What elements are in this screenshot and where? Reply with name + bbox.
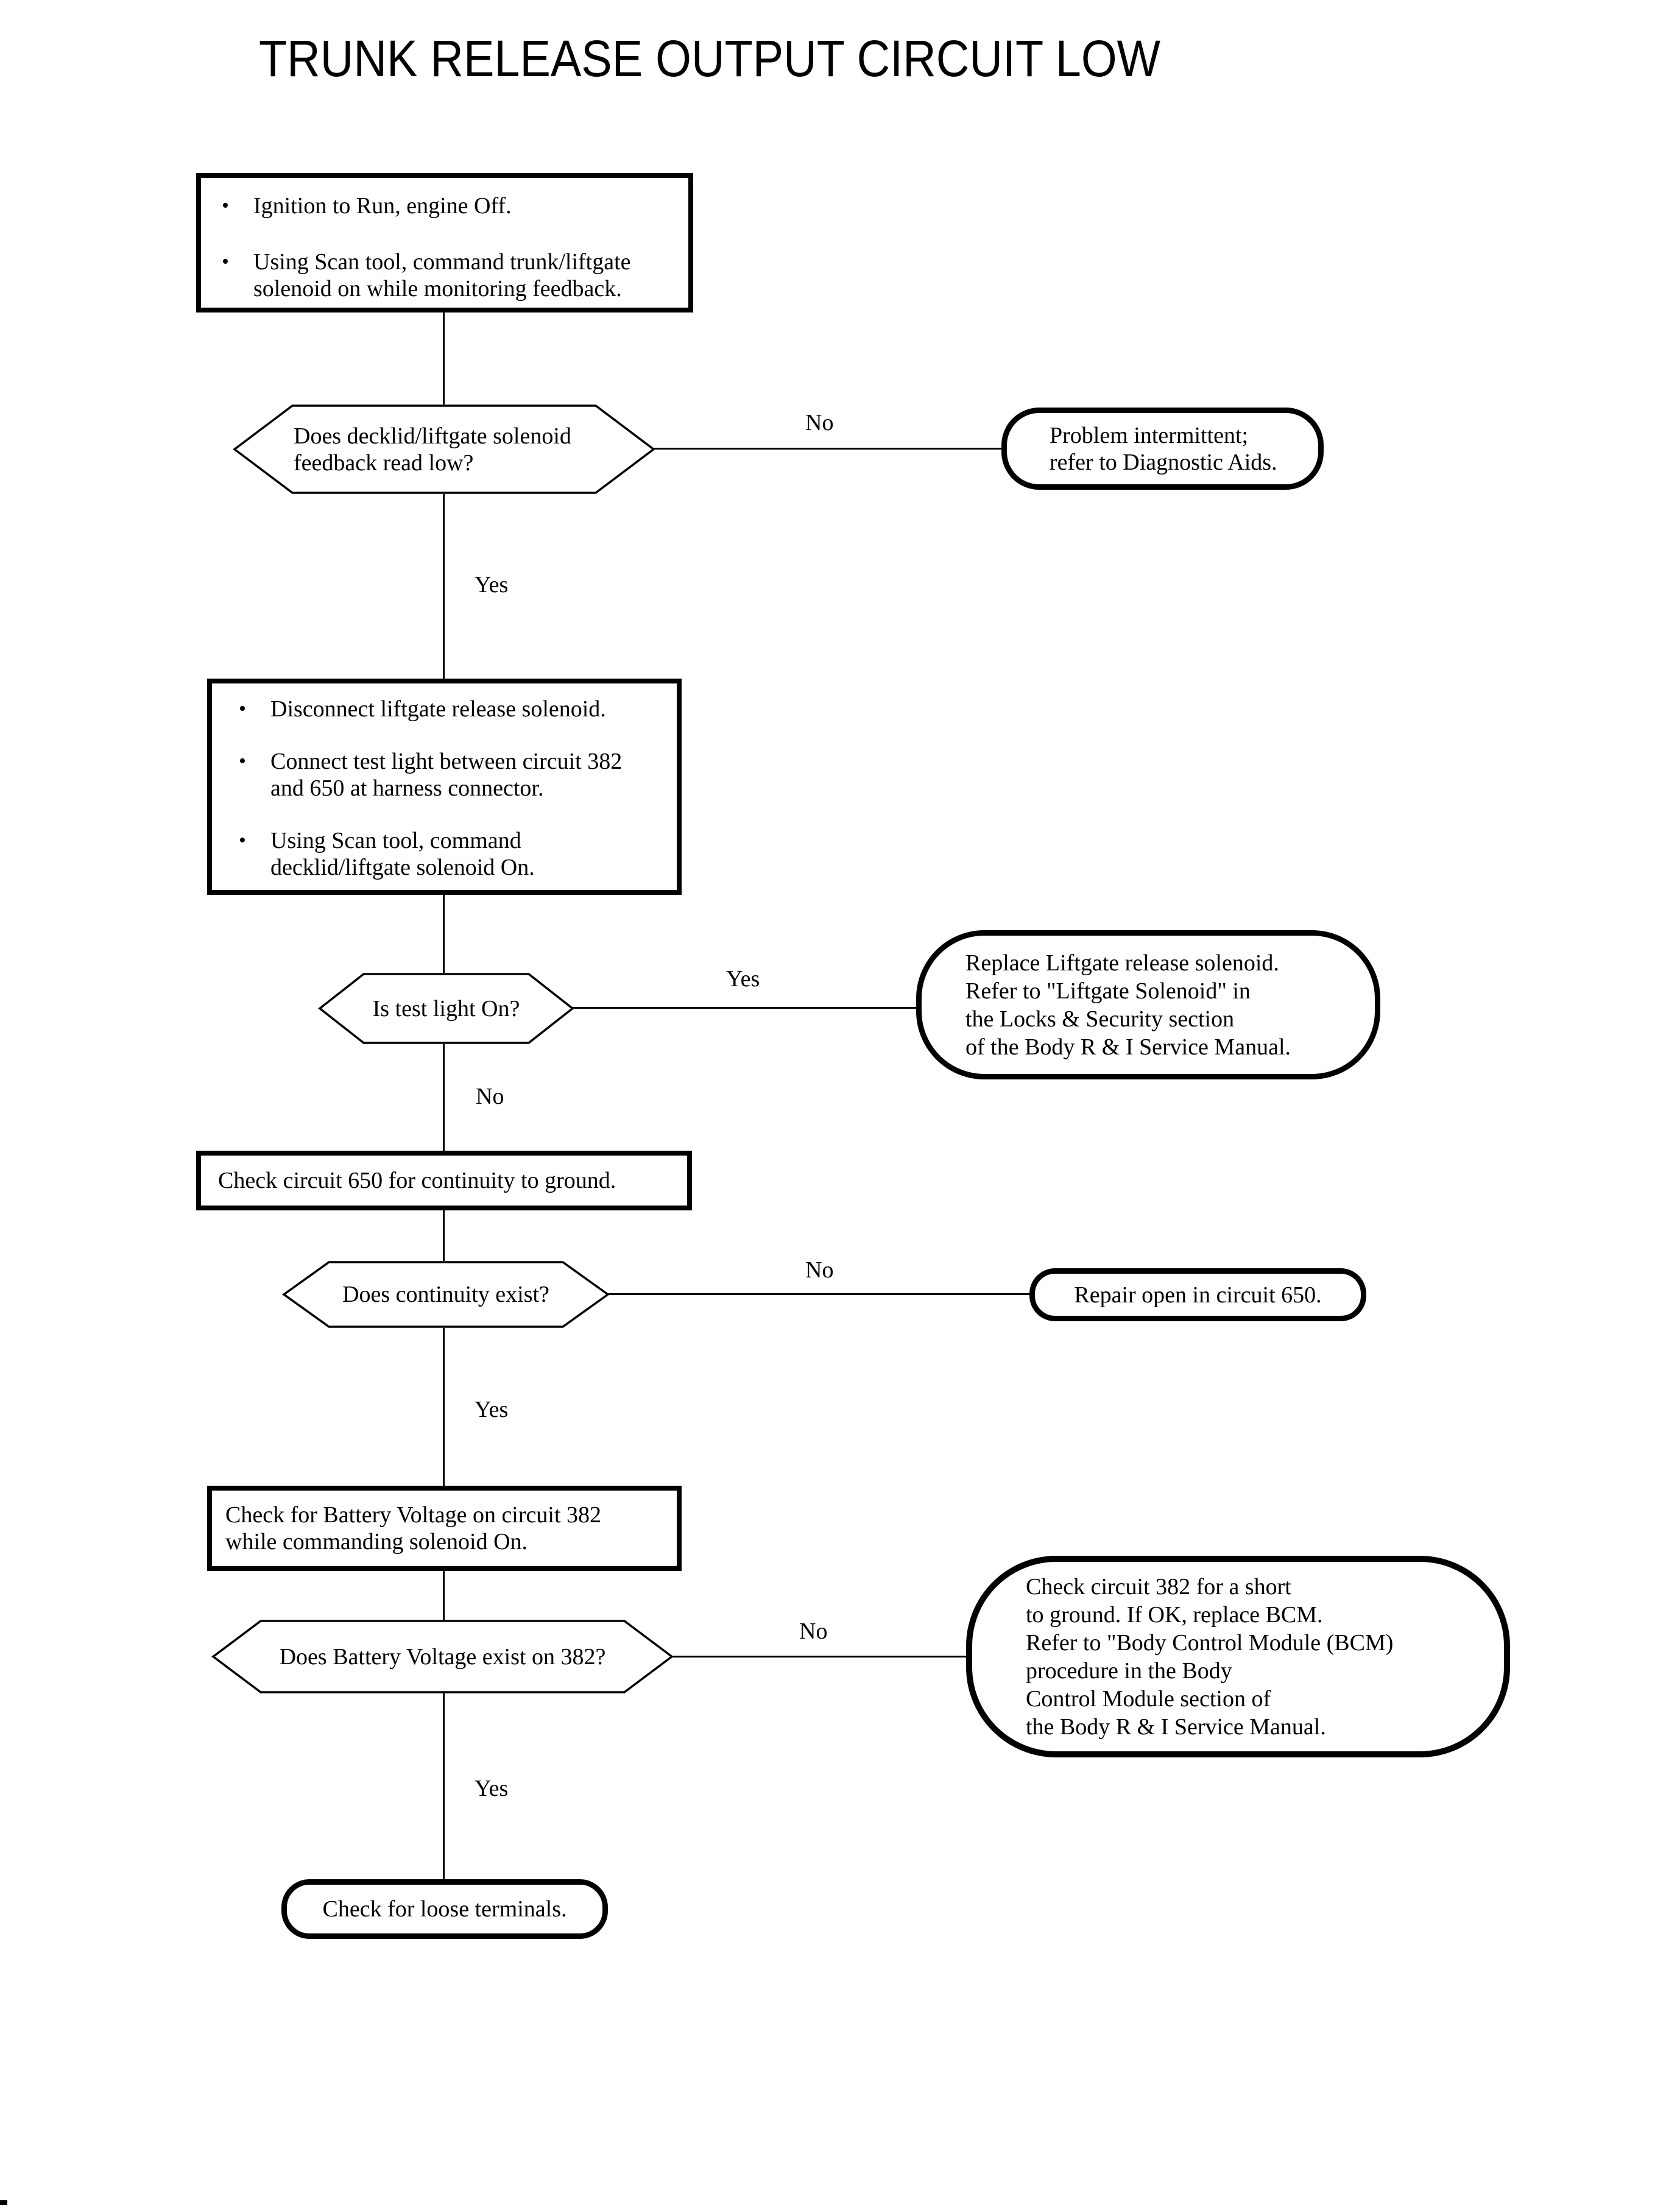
decision-hexagon-shape [211,1620,674,1693]
label-decision4-yes: Yes [475,1776,509,1801]
bullet-icon: • [239,750,246,772]
terminal-check-382-bcm: Check circuit 382 for a short to ground.… [966,1556,1510,1757]
terminal-replace-solenoid: Replace Liftgate release solenoid. Refer… [916,930,1380,1079]
branch-line-decision2-yes [573,1007,916,1009]
process-step1: • Ignition to Run, engine Off. • Using S… [196,173,693,312]
connector-step4-to-decision4 [443,1571,445,1620]
decision-feedback-read-low: Does decklid/liftgate solenoid feedback … [233,404,655,494]
decision-continuity-exists: Does continuity exist? [281,1261,610,1328]
scan-artifact-dot [0,2200,7,2205]
terminal-repair-650-text: Repair open in circuit 650. [1074,1282,1322,1308]
process-step3: Check circuit 650 for continuity to grou… [196,1151,692,1210]
connector-step3-to-decision3 [443,1210,445,1261]
process-step4: Check for Battery Voltage on circuit 382… [207,1486,682,1571]
label-decision4-no: No [799,1619,828,1644]
decision4-text: Does Battery Voltage exist on 382? [279,1643,606,1670]
terminal-replace-solenoid-text: Replace Liftgate release solenoid. Refer… [965,950,1291,1060]
decision-hexagon-shape [281,1261,610,1328]
branch-line-decision3-no [608,1293,1029,1295]
bullet-icon: • [222,250,229,273]
terminal-bcm-text: Check circuit 382 for a short to ground.… [1026,1573,1394,1740]
connector-decision1-to-step2 [443,494,445,679]
decision-test-light-on: Is test light On? [318,973,574,1044]
step3-text: Check circuit 650 for continuity to grou… [218,1168,616,1193]
label-decision1-no: No [805,410,834,436]
terminal-problem-intermittent: Problem intermittent; refer to Diagnosti… [1001,408,1324,490]
process-step2: • Disconnect liftgate release solenoid. … [207,679,682,895]
label-decision3-no: No [805,1257,834,1283]
step2-bullet-1: Disconnect liftgate release solenoid. [270,696,606,722]
page-title: TRUNK RELEASE OUTPUT CIRCUIT LOW [259,30,1161,87]
terminal-loose-terminals: Check for loose terminals. [281,1879,608,1939]
decision-hexagon-shape [233,404,655,494]
step1-bullet-2: Using Scan tool, command trunk/liftgate … [253,249,631,302]
label-decision2-no: No [476,1084,504,1109]
bullet-item: • Ignition to Run, engine Off. [219,192,680,219]
bullet-item: • Disconnect liftgate release solenoid. [236,696,671,722]
connector-step1-to-decision1 [443,312,445,404]
decision1-text: Does decklid/liftgate solenoid feedback … [294,423,571,476]
step2-bullet-3: Using Scan tool, command decklid/liftgat… [270,828,535,880]
branch-line-decision1-no [654,448,1001,450]
branch-line-decision4-no [672,1656,966,1658]
terminal-loose-terminals-text: Check for loose terminals. [322,1896,567,1922]
connector-decision4-to-terminal [443,1693,445,1879]
decision3-text: Does continuity exist? [342,1282,549,1307]
terminal-intermittent-text: Problem intermittent; refer to Diagnosti… [1050,422,1277,475]
step2-bullet-2: Connect test light between circuit 382 a… [270,749,623,801]
bullet-icon: • [239,697,246,720]
bullet-item: • Using Scan tool, command decklid/liftg… [236,827,671,881]
bullet-icon: • [222,194,229,217]
label-decision1-yes: Yes [475,572,509,598]
label-decision2-yes: Yes [726,966,760,992]
connector-decision3-to-step4 [443,1328,445,1486]
step1-bullet-1: Ignition to Run, engine Off. [253,193,512,219]
decision-hexagon-shape [318,973,574,1044]
connector-decision2-to-step3 [443,1044,445,1151]
bullet-item: • Connect test light between circuit 382… [236,748,671,802]
terminal-repair-650: Repair open in circuit 650. [1029,1268,1366,1321]
label-decision3-yes: Yes [475,1397,509,1422]
decision2-text: Is test light On? [372,995,520,1022]
decision-battery-voltage-382: Does Battery Voltage exist on 382? [211,1620,674,1693]
connector-step2-to-decision2 [443,895,445,973]
bullet-icon: • [239,829,246,852]
step4-text: Check for Battery Voltage on circuit 382… [225,1502,601,1555]
bullet-item: • Using Scan tool, command trunk/liftgat… [219,249,680,302]
